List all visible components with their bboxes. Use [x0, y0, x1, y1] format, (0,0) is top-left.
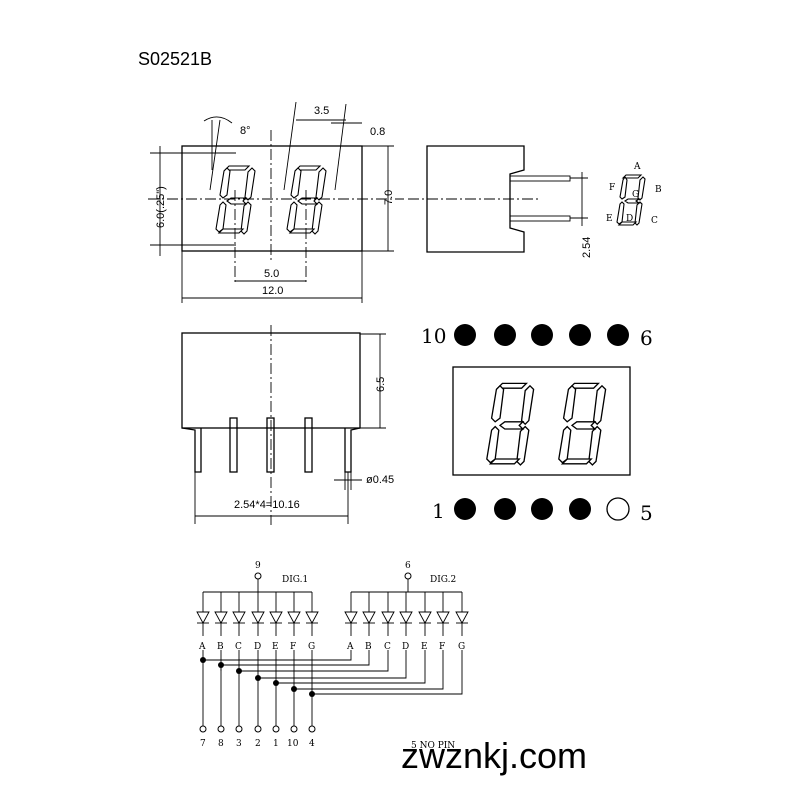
side-view: 2.54 [408, 145, 593, 258]
circuit-pin-number: 7 [200, 739, 206, 749]
pin-label-5: 5 [640, 501, 653, 525]
pin-dot [569, 324, 591, 346]
pin-dot [494, 498, 516, 520]
seg-label-b: B [655, 185, 662, 195]
dim-pin-dia: ø0.45 [366, 474, 394, 486]
seg-label-a: A [633, 162, 641, 172]
seg-label-e: E [606, 214, 613, 224]
pin-dot [454, 324, 476, 346]
part-number: S02521B [138, 49, 212, 69]
segment-label-dig1: B [217, 642, 224, 652]
dim-depth: 6.5 [375, 377, 387, 392]
circuit-pin-number: 8 [218, 739, 224, 749]
seg-label-c: C [651, 216, 658, 226]
pin-dot [607, 324, 629, 346]
segment-label-dig2: F [439, 642, 445, 652]
segment-label-dig1: E [272, 642, 279, 652]
front-digit-2 [286, 165, 327, 235]
pin-view: 6.5 ø0.45 2.54*4=10.16 [181, 325, 394, 525]
dim-pin-pitch-side: 2.54 [581, 237, 593, 258]
dim-width: 12.0 [262, 285, 283, 297]
segment-label-dig2: A [346, 642, 354, 652]
segment-label-dig2: C [384, 642, 391, 652]
seg-label-g: G [632, 190, 639, 200]
dim-pin-span: 2.54*4=10.16 [234, 499, 300, 511]
pin-dot [531, 324, 553, 346]
pin-dot [454, 498, 476, 520]
segment-label-dig1: F [290, 642, 296, 652]
circuit-pin-number: 4 [309, 739, 315, 749]
dig2-label: DIG.2 [430, 575, 456, 585]
seg-label-d: D [626, 214, 633, 224]
circuit-pin-number: 10 [287, 739, 299, 749]
dig1-label: DIG.1 [282, 575, 308, 585]
circuit-pin-number: 3 [236, 739, 242, 749]
segment-label-dig1: G [308, 642, 315, 652]
front-digit-1 [215, 165, 256, 235]
segment-label-dig2: D [402, 642, 409, 652]
segment-label-dig1: A [198, 642, 206, 652]
watermark: zwznkj.com [401, 735, 587, 776]
segment-label-dig1: D [254, 642, 261, 652]
segment-label-dig2: E [421, 642, 428, 652]
pin-view-digit-2 [558, 382, 607, 466]
pin-dot [531, 498, 553, 520]
segment-label-dig2: B [365, 642, 372, 652]
dim-digit-pitch: 5.0 [264, 268, 279, 280]
circuit-pin-number: 1 [273, 739, 279, 749]
segment-label-dig1: C [235, 642, 242, 652]
pin-dot [494, 324, 516, 346]
dim-seg-width: 3.5 [314, 105, 329, 117]
seg-label-f: F [609, 183, 615, 193]
segment-map: A B C D E F G [606, 162, 662, 226]
dim-char-height: 6.0(.25") [155, 186, 167, 228]
pin-label-10: 10 [421, 324, 446, 348]
pin-layout: 10 6 1 5 [421, 324, 653, 525]
pin-dot [569, 498, 591, 520]
pin-label-1: 1 [432, 499, 445, 523]
dim-angle: 8° [240, 125, 251, 137]
dig2-pin: 6 [405, 561, 411, 571]
pin-label-6: 6 [640, 326, 653, 350]
dim-seg-thickness: 0.8 [370, 126, 385, 138]
segment-label-dig2: G [458, 642, 465, 652]
circuit-diagram: 9 DIG.1 6 DIG.2 A A B B C C D [196, 561, 469, 751]
pin-view-digit-1 [486, 382, 535, 466]
dig1-pin: 9 [255, 561, 261, 571]
front-view: 8° 3.5 0.8 6.0(.25") 7.0 5.0 12.0 [148, 101, 404, 303]
dim-height: 7.0 [383, 190, 395, 205]
pin-dot-empty [606, 497, 630, 521]
circuit-pin-number: 2 [255, 739, 261, 749]
no-pin-note: 5 NO PIN [411, 741, 455, 751]
